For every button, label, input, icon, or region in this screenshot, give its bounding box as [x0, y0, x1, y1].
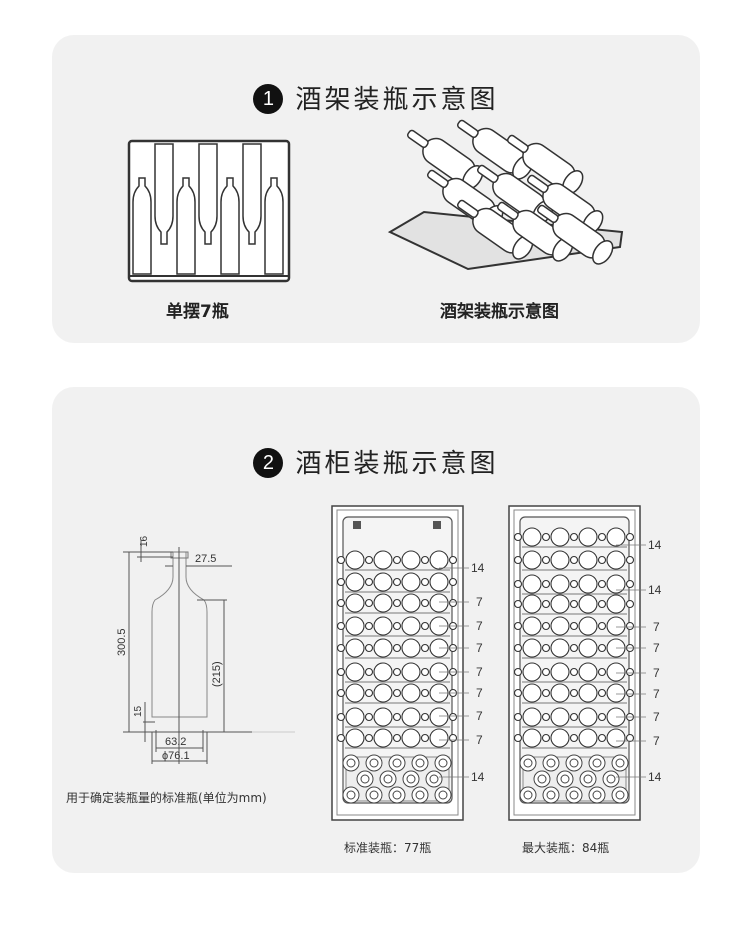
cabinet-max-caption: 最大装瓶：84瓶 [522, 841, 610, 855]
shelf-bottle-count: 7 [476, 686, 483, 700]
rack-perspective-illustration [387, 119, 624, 271]
shelf-bottle-count: 7 [476, 709, 483, 723]
cabinet-max-diagram: 14 14 7 7 7 7 7 7 14 [508, 505, 662, 821]
standard-bottle-diagram: 16 27.5 300.5 (215) 15 63.2 ϕ76.1 [116, 535, 295, 764]
cabinet-standard-caption: 标准装瓶：77瓶 [344, 841, 432, 855]
bottle-shelf [336, 550, 458, 571]
bottle-shelf [513, 683, 635, 704]
shelf-bottle-count: 7 [476, 665, 483, 679]
shelf-bottle-count: 7 [476, 641, 483, 655]
shelf-bottle-count: 14 [648, 583, 662, 597]
dim-diameter: ϕ76.1 [162, 750, 190, 762]
bottle-shelf [513, 574, 635, 595]
shelf-bottle-count: 14 [471, 561, 485, 575]
shelf-bottle-count: 7 [653, 687, 660, 701]
bottle-caption: 用于确定装瓶量的标准瓶(单位为mm) [66, 791, 267, 805]
rack-perspective-label: 酒架装瓶示意图 [440, 302, 559, 322]
shelf-bottle-count: 7 [476, 595, 483, 609]
dim-base: 15 [133, 705, 144, 717]
dim-neck: 27.5 [195, 553, 216, 565]
bottle-shelf [336, 593, 458, 614]
section-title: 2 酒柜装瓶示意图 [52, 443, 700, 480]
bottle-icon [242, 143, 262, 245]
section-title: 1 酒架装瓶示意图 [52, 79, 700, 116]
dim-top: 16 [139, 535, 150, 547]
bottle-icon [536, 204, 614, 265]
bottle-icon [154, 143, 174, 245]
bottle-icon [220, 177, 240, 275]
bottle-shelf [513, 550, 635, 571]
rack-section-card: 1 酒架装瓶示意图 单摆7瓶 酒架装瓶示意图 [52, 35, 700, 343]
cabinet-standard-diagram: 14 7 7 7 7 7 7 7 14 [331, 505, 485, 821]
bottle-shelf [513, 527, 635, 548]
bottle-shelf [513, 662, 635, 683]
bottle-shelf [336, 728, 458, 749]
bottom-drawer [519, 754, 629, 804]
step-badge: 1 [253, 84, 284, 114]
bottom-drawer [342, 754, 452, 804]
cabinet-section-card: 2 酒柜装瓶示意图 16 27.5 300.5 (215) 15 63.2 ϕ76… [52, 387, 700, 873]
bottle-shelf [513, 616, 635, 637]
shelf-bottle-count: 7 [476, 619, 483, 633]
bottle-icon [264, 177, 284, 275]
section-title-text: 酒柜装瓶示意图 [295, 449, 499, 479]
dim-body: (215) [211, 661, 223, 687]
rack-front-label: 单摆7瓶 [166, 302, 229, 322]
dim-inner: 63.2 [165, 736, 186, 748]
bottle-shelf [336, 707, 458, 728]
bottle-icon [506, 134, 584, 195]
bottle-shelf [513, 594, 635, 615]
bottle-icon [198, 143, 218, 245]
shelf-bottle-count: 7 [653, 666, 660, 680]
shelf-bottle-count: 14 [471, 770, 485, 784]
shelf-bottle-count: 14 [648, 538, 662, 552]
shelf-bottle-count: 14 [648, 770, 662, 784]
bottle-shelf [336, 683, 458, 704]
section-title-text: 酒架装瓶示意图 [295, 85, 499, 115]
shelf-bottle-count: 7 [653, 710, 660, 724]
bottle-icon [526, 174, 604, 235]
shelf-bottle-count: 7 [476, 733, 483, 747]
bottle-shelf [513, 728, 635, 749]
rack-front-view-illustration [127, 139, 291, 283]
shelf-bottle-count: 7 [653, 620, 660, 634]
bottle-shelf [336, 572, 458, 593]
step-badge: 2 [253, 448, 284, 478]
bottle-icon [132, 177, 152, 275]
dim-height: 300.5 [116, 628, 128, 656]
bottle-icon [176, 177, 196, 275]
shelf-bottle-count: 7 [653, 641, 660, 655]
shelf-bottle-count: 7 [653, 734, 660, 748]
bottle-icon [496, 201, 574, 262]
